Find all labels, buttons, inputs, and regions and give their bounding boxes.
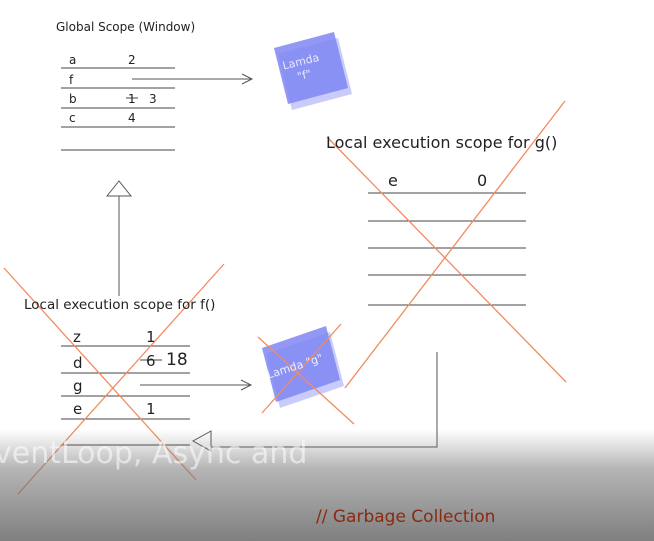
var-name: c — [69, 111, 76, 125]
cross-mark-g — [326, 136, 567, 383]
arrowhead-up — [105, 180, 133, 197]
lambda-f-face — [274, 32, 348, 104]
var-old-value: 6 — [146, 352, 156, 370]
var-value: 1 — [146, 328, 156, 346]
var-value: 0 — [477, 171, 488, 190]
var-name: e — [388, 171, 398, 190]
cross-mark-lambda-g — [257, 336, 355, 425]
cross-mark-g — [344, 100, 566, 389]
global-scope-title: Global Scope (Window) — [56, 20, 196, 34]
var-name: z — [73, 328, 81, 346]
bottom-overlay — [0, 430, 654, 541]
var-value: 4 — [128, 111, 136, 125]
var-name: e — [73, 400, 83, 418]
var-name: g — [73, 377, 83, 395]
var-name: d — [73, 354, 83, 372]
lambda-g-face — [262, 326, 340, 402]
var-value: 3 — [149, 92, 157, 106]
var-name: a — [69, 53, 77, 67]
scope-g-title: Local execution scope for g() — [326, 133, 558, 152]
var-name: f — [69, 73, 74, 87]
cross-mark-lambda-g — [261, 323, 342, 414]
var-old-value: 1 — [128, 92, 136, 106]
var-value: 18 — [166, 350, 188, 370]
arrowhead — [241, 73, 254, 85]
var-value: 2 — [128, 53, 136, 67]
var-name: b — [69, 92, 77, 106]
scope-f-title: Local execution scope for f() — [24, 297, 216, 313]
faded-title: ventLoop, Async and — [0, 436, 308, 471]
var-value: 1 — [146, 400, 156, 418]
arrowhead — [240, 379, 253, 391]
caption: // Garbage Collection — [316, 507, 496, 527]
